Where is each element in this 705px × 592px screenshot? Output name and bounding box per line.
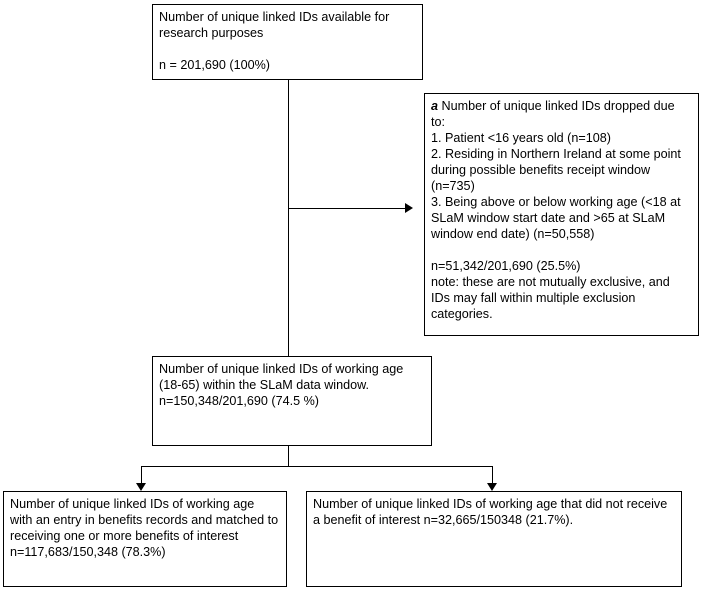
working-age-description: Number of unique linked IDs of working a… bbox=[159, 362, 404, 392]
box-benefits-ids: Number of unique linked IDs of working a… bbox=[3, 491, 287, 587]
benefits-description: Number of unique linked IDs of working a… bbox=[10, 497, 279, 559]
exclusion-item-3: 3. Being above or below working age (<18… bbox=[431, 195, 681, 241]
connector-to-exclusion bbox=[288, 208, 406, 209]
exclusion-heading-text: Number of unique linked IDs dropped due … bbox=[431, 99, 675, 129]
arrowhead-to-no-benefit bbox=[487, 483, 497, 491]
connector-split-horizontal bbox=[141, 466, 493, 467]
exclusion-item-1: 1. Patient <16 years old (n=108) bbox=[431, 131, 611, 145]
exclusion-note: note: these are not mutually exclusive, … bbox=[431, 275, 670, 321]
excluded-heading: a Number of unique linked IDs dropped du… bbox=[431, 98, 692, 130]
available-ids-description: Number of unique linked IDs available fo… bbox=[159, 10, 390, 40]
box-working-age-ids: Number of unique linked IDs of working a… bbox=[152, 356, 432, 446]
connector-to-no-benefit bbox=[492, 466, 493, 484]
box-excluded-ids: a Number of unique linked IDs dropped du… bbox=[424, 93, 699, 336]
arrowhead-to-benefits bbox=[136, 483, 146, 491]
exclusion-label: a bbox=[431, 99, 439, 113]
connector-working-age-stem bbox=[288, 446, 289, 467]
box-available-ids: Number of unique linked IDs available fo… bbox=[152, 4, 423, 80]
exclusion-item-2: 2. Residing in Northern Ireland at some … bbox=[431, 147, 681, 193]
connector-to-benefits bbox=[141, 466, 142, 484]
available-ids-count: n = 201,690 (100%) bbox=[159, 58, 270, 72]
working-age-count: n=150,348/201,690 (74.5 %) bbox=[159, 394, 319, 408]
connector-top-to-working-age bbox=[288, 80, 289, 356]
exclusion-total: n=51,342/201,690 (25.5%) bbox=[431, 259, 581, 273]
arrowhead-to-exclusion bbox=[405, 203, 413, 213]
no-benefit-description: Number of unique linked IDs of working a… bbox=[313, 497, 668, 527]
box-no-benefit-ids: Number of unique linked IDs of working a… bbox=[306, 491, 682, 587]
